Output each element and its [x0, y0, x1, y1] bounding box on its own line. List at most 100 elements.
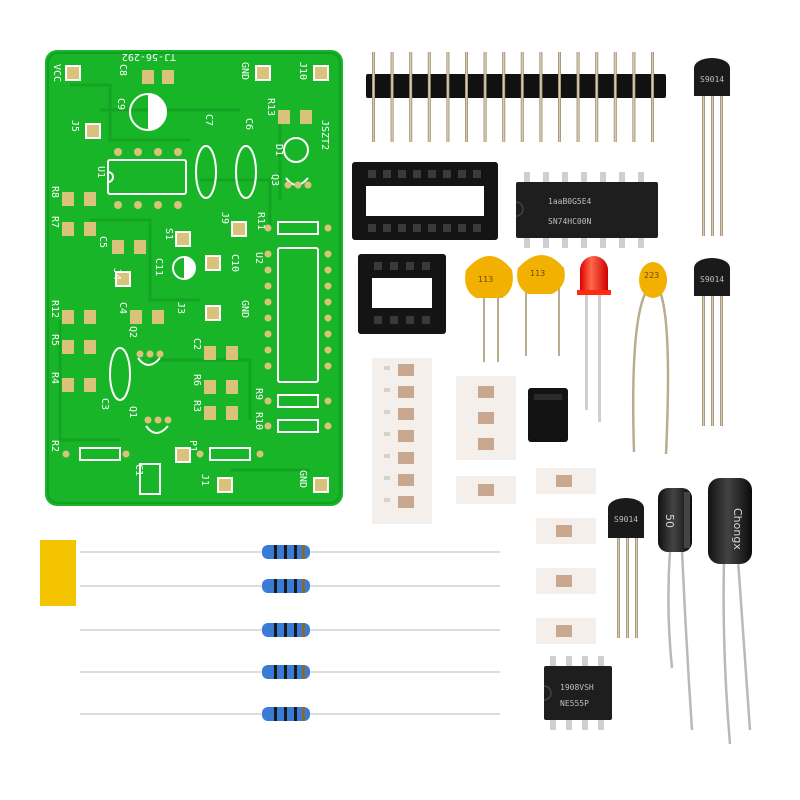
label-r4: R4: [49, 372, 60, 384]
header-pin: [390, 52, 394, 142]
resistor: [80, 665, 500, 679]
socket-hole: [383, 170, 391, 178]
header-pin: [595, 52, 599, 142]
label-c9: C9: [115, 98, 126, 110]
socket-hole: [428, 224, 436, 232]
jumper-cap: [528, 388, 568, 442]
transistor-2: S9014: [694, 258, 730, 426]
chip-pin: [543, 236, 549, 248]
chip-pin: [638, 236, 644, 248]
header-pin: [502, 52, 506, 142]
header-pin: [651, 52, 654, 142]
socket-hole: [398, 170, 406, 178]
chip-pin: [582, 718, 588, 730]
chip-pin: [562, 236, 568, 248]
label-r5: R5: [49, 334, 60, 346]
socket-hole: [374, 262, 382, 270]
electrolytic-large-label: Chongx: [731, 508, 744, 550]
resistor-band: [284, 707, 287, 721]
dip14-ic-chip: 1aaB0G5E4 SN74HC00N: [515, 172, 658, 248]
electrolytic-capacitor-small: 50: [658, 488, 694, 731]
label-c10: C10: [229, 254, 240, 272]
socket-hole: [390, 316, 398, 324]
ceramic-capacitor-1: 113: [465, 256, 513, 362]
label-vcc: VCC: [51, 64, 62, 82]
resistor-band: [302, 665, 305, 679]
header-pin: [576, 52, 580, 142]
pcb-smd-pads: [62, 70, 312, 420]
label-j10: J10: [297, 62, 308, 80]
label-r12: R12: [49, 300, 60, 318]
tape-hole: [384, 410, 390, 414]
chip-pin: [581, 172, 587, 184]
resistor-band: [284, 623, 287, 637]
label-r2: R2: [49, 440, 60, 452]
transistor-1-marking: S9014: [700, 75, 724, 84]
header-pin: [483, 52, 487, 142]
label-d1: D1: [273, 144, 284, 156]
smd-part: [398, 386, 414, 398]
yellow-foam-pad: [40, 540, 76, 606]
chip-pin: [550, 656, 556, 668]
transistor-2-marking: S9014: [700, 275, 724, 284]
socket-hole: [383, 224, 391, 232]
dip8-ic-chip: 1908VSH NE555P: [543, 656, 612, 730]
socket-hole: [368, 224, 376, 232]
socket-hole: [428, 170, 436, 178]
header-pin: [539, 52, 543, 142]
header-pin: [520, 52, 524, 142]
chip-pin: [600, 236, 606, 248]
resistor: [80, 545, 500, 559]
c11-polarity-mark: [184, 257, 195, 279]
label-c8: C8: [117, 64, 128, 76]
header-pin: [409, 52, 413, 142]
electrolytic-capacitor-large: Chongx: [708, 478, 752, 745]
pcb-through-holes: [62, 148, 332, 458]
label-r7: R7: [49, 216, 60, 228]
tape-hole: [384, 388, 390, 392]
label-r3: R3: [191, 400, 202, 412]
label-r11: R11: [255, 212, 266, 230]
label-q1: Q1: [127, 406, 138, 418]
ceramic-cap-1-label: 113: [478, 275, 493, 284]
pcb-model-label: JSZT2: [319, 120, 330, 150]
socket-hole: [368, 170, 376, 178]
socket-hole: [473, 224, 481, 232]
tape-hole: [384, 476, 390, 480]
resistor-band: [302, 545, 305, 559]
resistor-band: [274, 545, 277, 559]
label-j4: J4: [111, 268, 122, 280]
smd-part: [398, 474, 414, 486]
transistor-3-marking: S9014: [614, 515, 638, 524]
header-pin: [558, 52, 561, 142]
chip-pin: [619, 172, 625, 184]
socket-hole: [406, 262, 414, 270]
resistor: [80, 707, 500, 721]
resistor-band: [294, 665, 297, 679]
smd-tape-short: [456, 376, 516, 460]
label-r6: R6: [191, 374, 202, 386]
header-pin: [372, 52, 375, 142]
socket-hole: [413, 170, 421, 178]
label-s1: S1: [163, 228, 174, 240]
c9-polarity-mark: [148, 94, 166, 130]
chip-pin: [638, 172, 644, 184]
smd-part: [398, 430, 414, 442]
label-u2: U2: [253, 252, 264, 264]
label-j3: J3: [175, 302, 186, 314]
label-c6: C6: [243, 118, 254, 130]
socket-hole: [458, 224, 466, 232]
smd-tape-strip: [372, 358, 432, 524]
pcb-board: TJ-56-292 JSZT2 VCC GND J10 C8 C9 C7 C6 …: [45, 50, 343, 506]
chip-pin: [562, 172, 568, 184]
resistor-group: [80, 545, 500, 721]
chip-pin: [524, 236, 530, 248]
smd-part: [398, 364, 414, 376]
pcb-pads: [65, 65, 329, 493]
label-q2: Q2: [127, 326, 138, 338]
label-c2: C2: [191, 338, 202, 350]
chip-pin: [598, 718, 604, 730]
tape-hole: [384, 366, 390, 370]
label-u1: U1: [95, 166, 106, 178]
